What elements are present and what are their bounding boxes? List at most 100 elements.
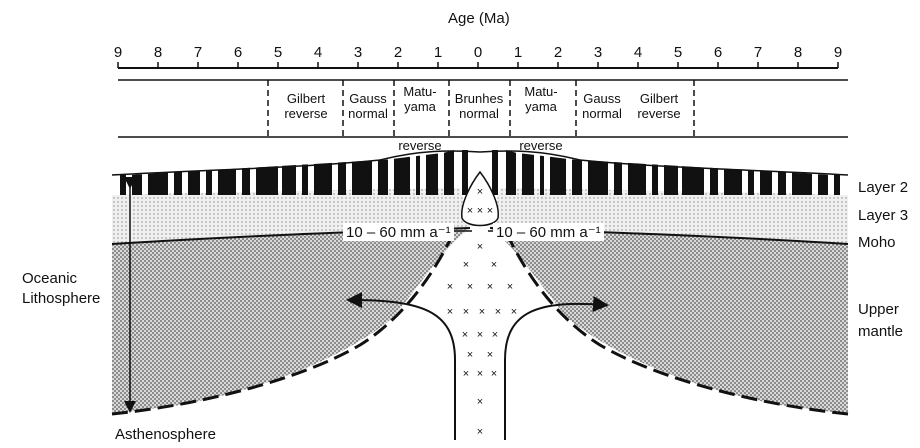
magnetic-stripe bbox=[378, 159, 388, 195]
period-line: Gilbert bbox=[270, 91, 342, 106]
magnetic-stripe bbox=[710, 168, 718, 195]
magnetic-stripe bbox=[314, 163, 332, 195]
melt-x-mark: × bbox=[462, 329, 468, 341]
magnetic-stripe bbox=[748, 170, 754, 195]
gauss-normal-left: Gauss normal bbox=[343, 91, 393, 121]
magnetic-stripe bbox=[394, 157, 410, 195]
upper-mantle-label-2: mantle bbox=[858, 323, 903, 340]
magnetic-stripe bbox=[282, 165, 296, 195]
melt-x-mark: × bbox=[463, 368, 469, 380]
asthenosphere-label: Asthenosphere bbox=[115, 426, 216, 443]
melt-x-mark: × bbox=[477, 329, 483, 341]
magnetic-stripe bbox=[834, 175, 840, 195]
period-line: reverse bbox=[394, 138, 446, 153]
magnetic-stripe bbox=[302, 164, 308, 195]
age-tick-label: 2 bbox=[388, 44, 408, 61]
age-tick-label: 5 bbox=[268, 44, 288, 61]
age-axis bbox=[118, 62, 838, 68]
oceanic-label: Oceanic bbox=[22, 270, 77, 287]
magnetic-stripe bbox=[550, 157, 566, 195]
magnetic-stripe bbox=[242, 168, 250, 195]
magnetic-stripe bbox=[778, 172, 786, 195]
gilbert-reverse-right: Gilbert reverse bbox=[628, 91, 690, 121]
age-tick-label: 3 bbox=[588, 44, 608, 61]
melt-x-mark: × bbox=[477, 186, 483, 198]
magnetic-stripe bbox=[818, 174, 828, 195]
melt-x-mark: × bbox=[477, 396, 483, 408]
magnetic-stripe bbox=[572, 159, 582, 195]
magnetic-stripe bbox=[426, 153, 438, 195]
magnetic-stripe bbox=[206, 170, 212, 195]
magnetic-stripe bbox=[148, 173, 168, 195]
period-line: Matu- bbox=[511, 84, 571, 99]
magnetic-stripe bbox=[462, 150, 468, 195]
period-line: normal bbox=[450, 106, 508, 121]
magnetic-stripe bbox=[174, 172, 182, 195]
melt-x-mark: × bbox=[467, 281, 473, 293]
period-line: normal bbox=[343, 106, 393, 121]
upper-mantle-label-1: Upper bbox=[858, 301, 899, 318]
magnetic-stripe bbox=[522, 153, 534, 195]
period-line: Matu- bbox=[394, 84, 446, 99]
melt-x-mark: × bbox=[477, 205, 483, 217]
period-line: reverse bbox=[270, 106, 342, 121]
spreading-rate-left: 10 – 60 mm a⁻¹ bbox=[343, 223, 454, 241]
age-tick-label: 9 bbox=[828, 44, 848, 61]
age-tick-label: 8 bbox=[148, 44, 168, 61]
age-tick-label: 6 bbox=[708, 44, 728, 61]
magnetic-stripe bbox=[492, 150, 498, 195]
magnetic-stripe bbox=[652, 164, 658, 195]
melt-x-mark: × bbox=[447, 281, 453, 293]
period-line: Brunhes bbox=[450, 91, 508, 106]
magnetic-stripe bbox=[792, 173, 812, 195]
melt-x-mark: × bbox=[487, 349, 493, 361]
magnetic-stripe bbox=[506, 150, 516, 195]
magnetic-stripe bbox=[760, 171, 772, 195]
gauss-normal-right: Gauss normal bbox=[577, 91, 627, 121]
age-tick-label: 0 bbox=[468, 44, 488, 61]
age-tick-label: 8 bbox=[788, 44, 808, 61]
melt-x-mark: × bbox=[495, 306, 501, 318]
melt-x-mark: × bbox=[477, 241, 483, 253]
layer3-label: Layer 3 bbox=[858, 207, 908, 224]
period-line: normal bbox=[577, 106, 627, 121]
magnetic-stripe bbox=[218, 169, 236, 195]
lithosphere-label: Lithosphere bbox=[22, 290, 100, 307]
spreading-rate-right: 10 – 60 mm a⁻¹ bbox=[493, 223, 604, 241]
matuyama-reverse-left: Matu- yama reverse bbox=[394, 84, 446, 153]
period-line: Gilbert bbox=[628, 91, 690, 106]
melt-x-mark: × bbox=[491, 259, 497, 271]
magnetic-stripe bbox=[120, 175, 126, 195]
magnetic-stripe bbox=[724, 169, 742, 195]
magnetic-stripe bbox=[614, 162, 622, 195]
period-line: Gauss bbox=[577, 91, 627, 106]
melt-x-mark: × bbox=[511, 306, 517, 318]
magnetic-stripe bbox=[188, 171, 200, 195]
magnetic-stripe bbox=[540, 156, 544, 195]
age-tick-label: 2 bbox=[548, 44, 568, 61]
melt-x-mark: × bbox=[479, 306, 485, 318]
age-tick-label: 5 bbox=[668, 44, 688, 61]
magnetic-stripe bbox=[352, 160, 372, 195]
age-tick-label: 6 bbox=[228, 44, 248, 61]
magnetic-stripe bbox=[444, 150, 454, 195]
melt-x-mark: × bbox=[487, 205, 493, 217]
melt-x-mark: × bbox=[477, 426, 483, 438]
age-tick-label: 1 bbox=[428, 44, 448, 61]
period-line: reverse bbox=[628, 106, 690, 121]
upper-mantle-right bbox=[490, 228, 848, 414]
magnetic-stripe bbox=[588, 160, 608, 195]
age-tick-label: 7 bbox=[188, 44, 208, 61]
melt-x-mark: × bbox=[477, 368, 483, 380]
matuyama-reverse-right: Matu- yama reverse bbox=[511, 84, 571, 153]
gilbert-reverse-left: Gilbert reverse bbox=[270, 91, 342, 121]
magnetic-stripe bbox=[416, 156, 420, 195]
melt-x-mark: × bbox=[463, 259, 469, 271]
period-line: yama bbox=[394, 99, 446, 114]
age-tick-label: 1 bbox=[508, 44, 528, 61]
brunhes-normal: Brunhes normal bbox=[450, 91, 508, 121]
melt-x-mark: × bbox=[507, 281, 513, 293]
age-tick-label: 9 bbox=[108, 44, 128, 61]
